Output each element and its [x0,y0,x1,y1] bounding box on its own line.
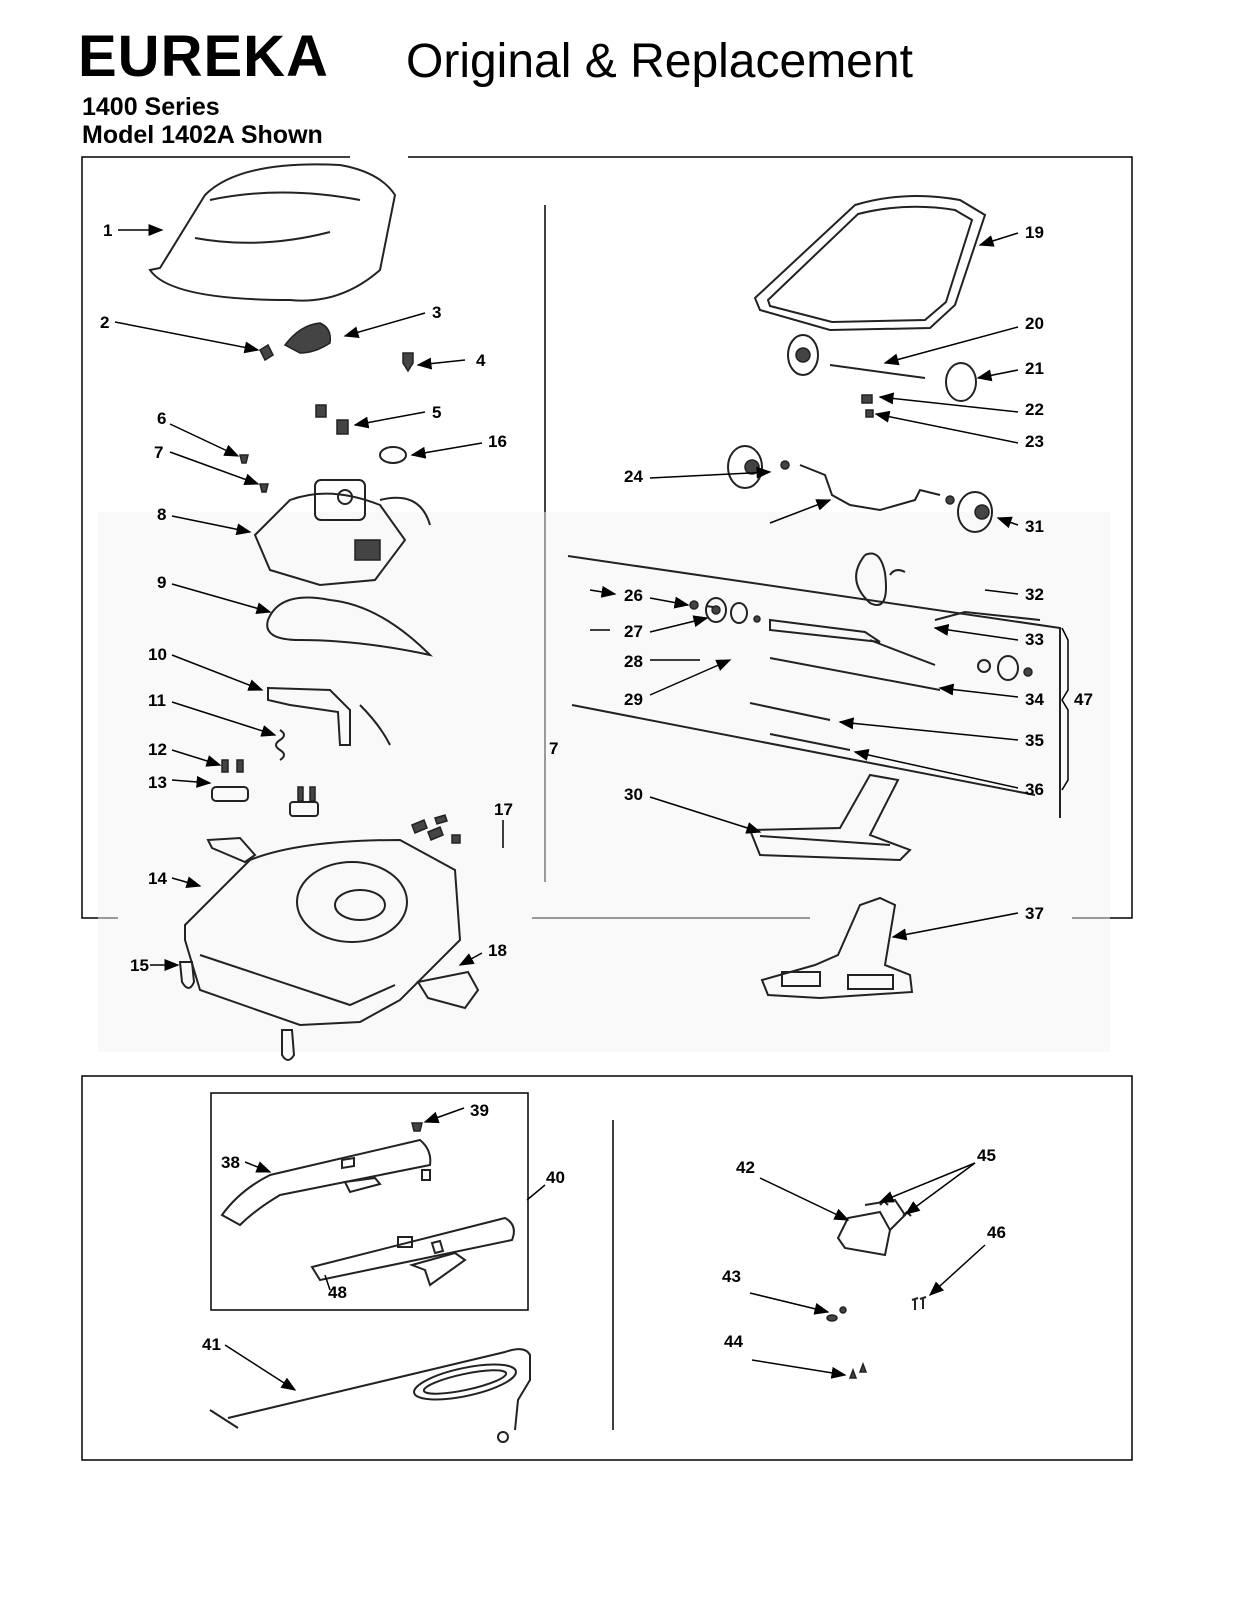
model-label: Model 1402A Shown [82,121,323,149]
callout-34: 34 [1025,690,1044,709]
callout-41: 41 [202,1335,221,1354]
callout-23: 23 [1025,432,1044,451]
callout-15: 15 [130,956,149,975]
callout-7: 7 [154,443,163,462]
part-43-44-hardware [826,1306,868,1379]
lower-frame [81,1075,1133,1461]
callout-19: 19 [1025,223,1044,242]
part-4-screw [402,352,414,373]
callout-28: 28 [624,652,643,671]
part-40-handle-assembly [526,1184,546,1201]
callout-43: 43 [722,1267,741,1286]
part-6-7-screws [239,454,269,493]
part-15-wheel-clip [178,961,296,1061]
part-18-plate [416,970,480,1010]
part-39-screw [411,1122,431,1181]
callout-40: 40 [546,1168,565,1187]
callout-9: 9 [157,573,166,592]
callout-12: 12 [148,740,167,759]
part-10-bracket [267,686,391,746]
callout-47: 47 [1074,690,1093,709]
callout-18: 18 [488,941,507,960]
callout-11: 11 [148,691,166,710]
part-38-upper-handle [220,1138,432,1227]
part-12-13-hardware [211,759,319,817]
callout-30: 30 [624,785,643,804]
part-21-wheels [787,334,977,402]
page-title: Original & Replacement [406,35,913,88]
callout-8: 8 [157,505,166,524]
callout-32: 32 [1025,585,1044,604]
callout-20: 20 [1025,314,1044,333]
callout-2: 2 [100,313,109,332]
callout-3: 3 [432,303,441,322]
callout-26: 26 [624,586,643,605]
callout-35: 35 [1025,731,1044,750]
callout-33: 33 [1025,630,1044,649]
callout-6: 6 [157,409,166,428]
part-8-motor [253,479,431,587]
callout-39: 39 [470,1101,489,1120]
callout-1: 1 [103,221,112,240]
callout-44: 44 [724,1332,743,1351]
part-11-spring [275,729,285,761]
part-1-cover [148,163,397,302]
brand-logo: EUREKA [78,24,329,89]
leader-lines [114,224,1069,1391]
callout-22: 22 [1025,400,1044,419]
part-32-belt [855,552,906,606]
callout-17: 17 [494,800,513,819]
part-17-screws [411,814,504,848]
callout-10: 10 [148,645,167,664]
callout-labels: 1 2 3 4 5 6 7 8 9 10 11 12 13 14 15 16 1… [100,221,1093,1354]
callout-45: 45 [977,1146,996,1165]
part-48-lower-handle [310,1216,515,1287]
part-24-31-rear-axle [727,445,993,533]
part-3-switch [283,322,332,354]
callout-21: 21 [1025,359,1044,378]
part-20-axle [829,364,926,379]
part-42-bracket [836,1198,907,1257]
callout-29: 29 [624,690,643,709]
callout-4: 4 [476,351,486,370]
callout-36: 36 [1025,780,1044,799]
callout-38: 38 [221,1153,240,1172]
callout-31: 31 [1025,517,1044,536]
callout-27: 27 [624,622,643,641]
part-22-23-clips [861,394,874,418]
callout-46: 46 [987,1223,1006,1242]
part-37-nozzle [760,896,914,1000]
callout-14: 14 [148,869,167,888]
watermark-band [98,512,1110,1052]
series-label: 1400 Series [82,93,220,121]
callout-37: 37 [1025,904,1044,923]
part-14-base [184,836,462,1027]
part-41-cord [209,1348,531,1443]
part-16-ring [379,446,407,464]
part-33-47-brushroll-assembly [567,555,1061,818]
part-9-belt [266,596,434,657]
callout-24: 24 [624,467,643,486]
part-30-nozzle [748,773,912,862]
part-5-clips [315,404,349,435]
part-19-bumper [753,195,987,332]
callout-13: 13 [148,773,167,792]
callout-7-side: 7 [549,739,558,758]
part-2-clip [259,343,274,362]
callout-5: 5 [432,403,441,422]
callout-42: 42 [736,1158,755,1177]
callout-48: 48 [328,1283,347,1302]
callout-16: 16 [488,432,507,451]
